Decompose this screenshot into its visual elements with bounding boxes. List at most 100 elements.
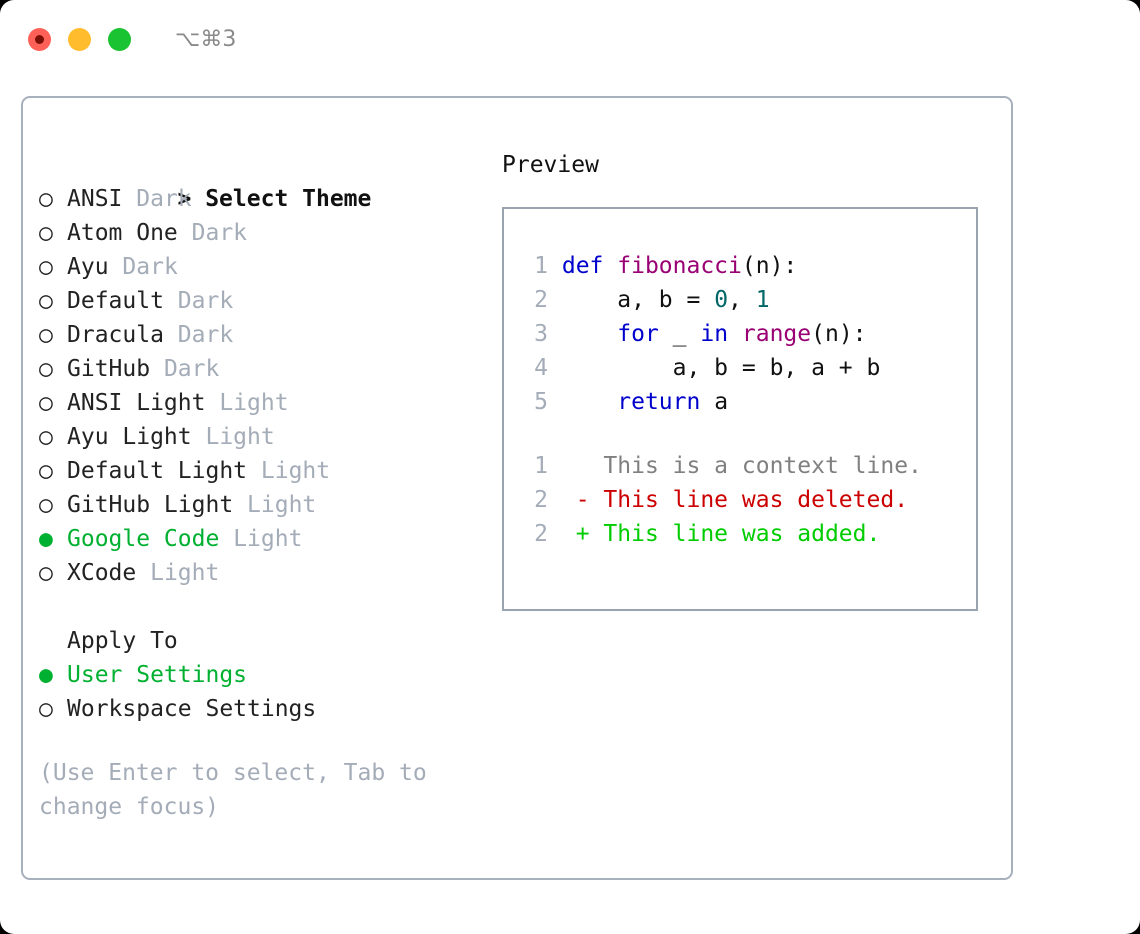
theme-option-name: Ayu bbox=[67, 254, 109, 280]
theme-option-default-light[interactable]: ○Default Light Light bbox=[39, 454, 499, 488]
diff-line-number: 2 bbox=[534, 521, 548, 547]
radio-unselected-icon: ○ bbox=[39, 696, 53, 722]
traffic-light-group bbox=[28, 27, 131, 51]
code-line: 4 a, b = b, a + b bbox=[522, 351, 970, 385]
prompt-caret-icon: > bbox=[177, 186, 192, 212]
radio-selected-icon: ● bbox=[39, 662, 53, 688]
theme-option-github[interactable]: ○GitHub Dark bbox=[39, 352, 499, 386]
diff-line-number: 1 bbox=[534, 453, 548, 479]
theme-option-variant: Dark bbox=[122, 254, 178, 280]
theme-option-variant: Light bbox=[205, 424, 275, 450]
theme-option-variant: Light bbox=[247, 492, 317, 518]
theme-option-ansi[interactable]: ○ ANSI Dark bbox=[39, 182, 499, 216]
code-token-punc: , bbox=[728, 287, 756, 313]
theme-option-variant: Dark bbox=[163, 356, 220, 382]
diff-line-add: 2 + This line was added. bbox=[522, 517, 970, 551]
theme-option-variant: Dark bbox=[177, 288, 234, 314]
diff-marker: + bbox=[575, 521, 590, 547]
theme-option-name: Google Code bbox=[67, 526, 220, 552]
code-line: 5 return a bbox=[522, 385, 970, 419]
apply-to-indent bbox=[39, 624, 67, 658]
code-token-id: a, b = b, a + b bbox=[561, 355, 881, 381]
diff-line-text: This is a context line. bbox=[589, 453, 922, 479]
theme-list-heading: > Select Theme bbox=[39, 148, 499, 212]
code-token-punc: = bbox=[686, 287, 715, 313]
radio-unselected-icon: ○ bbox=[39, 390, 53, 416]
theme-option-name: Ayu Light bbox=[67, 424, 192, 450]
theme-option-variant: Dark bbox=[136, 186, 192, 212]
radio-unselected-icon: ○ bbox=[39, 220, 53, 246]
theme-option-name: ANSI Light bbox=[67, 390, 206, 416]
code-token-id: _ bbox=[672, 321, 701, 347]
diff-line-ctx: 1 This is a context line. bbox=[522, 449, 970, 483]
radio-unselected-icon: ○ bbox=[39, 560, 53, 586]
diff-sample: 1 This is a context line.2 - This line w… bbox=[522, 449, 970, 551]
code-token-punc: (n): bbox=[741, 253, 798, 279]
close-icon bbox=[35, 34, 44, 44]
code-sample: 1 def fibonacci(n): 2 a, b = 0, 1 3 for _ … bbox=[522, 249, 970, 419]
code-token-num: 1 bbox=[755, 287, 770, 313]
code-token-kw: def bbox=[561, 253, 618, 279]
code-line-number: 4 bbox=[534, 355, 548, 381]
theme-option-variant: Dark bbox=[177, 322, 234, 348]
theme-option-variant: Light bbox=[233, 526, 303, 552]
radio-selected-icon: ● bbox=[39, 526, 53, 552]
theme-option-variant: Light bbox=[260, 458, 331, 484]
code-token-punc: (n): bbox=[811, 321, 867, 347]
theme-option-github-light[interactable]: ○ GitHub Light Light bbox=[39, 488, 499, 522]
preview-box: 1 def fibonacci(n): 2 a, b = 0, 1 3 for _ … bbox=[502, 207, 978, 611]
apply-to-heading: Apply To bbox=[39, 624, 499, 658]
theme-list-heading-label: Select Theme bbox=[205, 186, 372, 212]
theme-option-name: GitHub bbox=[67, 356, 151, 382]
diff-line-del: 2 - This line was deleted. bbox=[522, 483, 970, 517]
radio-unselected-icon: ○ bbox=[39, 288, 53, 314]
apply-to-option-user-settings[interactable]: ● User Settings bbox=[39, 658, 499, 692]
theme-selector-column: > Select Theme ○ANSI Dark○Atom One Dark○… bbox=[39, 148, 499, 824]
minimize-button[interactable] bbox=[68, 27, 91, 51]
code-token-id bbox=[562, 321, 617, 347]
code-line-number: 2 bbox=[534, 287, 548, 313]
theme-option-ansi-light[interactable]: ○ ANSI Light Light bbox=[39, 386, 499, 420]
diff-marker: - bbox=[575, 487, 590, 513]
theme-option-name: Default bbox=[67, 288, 164, 314]
preview-column: Preview 1 def fibonacci(n):2 a, b = 0, 1… bbox=[502, 148, 1002, 611]
theme-option-dracula[interactable]: ○Dracula Dark bbox=[39, 318, 499, 352]
diff-line-text: This line was deleted. bbox=[589, 487, 909, 513]
theme-option-name: GitHub Light bbox=[67, 492, 234, 518]
diff-marker bbox=[576, 453, 590, 479]
code-line-number: 3 bbox=[534, 321, 548, 347]
code-token-id bbox=[562, 389, 617, 415]
code-diff-separator bbox=[522, 419, 970, 449]
code-token-fn: range bbox=[741, 321, 812, 347]
code-line: 3 for _ in range(n): bbox=[522, 317, 970, 351]
list-spacer bbox=[39, 590, 499, 624]
code-line: 1 def fibonacci(n): bbox=[522, 249, 970, 283]
code-token-num: 0 bbox=[714, 287, 729, 313]
keyboard-hint-text: (Use Enter to select, Tab to change focu… bbox=[39, 760, 441, 820]
theme-option-variant: Light bbox=[219, 390, 289, 416]
zoom-button[interactable] bbox=[108, 27, 131, 51]
theme-option-xcode[interactable]: ○XCode Light bbox=[39, 556, 499, 590]
theme-option-ayu-light[interactable]: ○Ayu Light Light bbox=[39, 420, 499, 454]
diff-line-number: 2 bbox=[534, 487, 548, 513]
theme-option-default[interactable]: ○ Default Dark bbox=[39, 284, 499, 318]
apply-to-label: Apply To bbox=[67, 628, 178, 654]
radio-unselected-icon: ○ bbox=[39, 186, 53, 212]
code-token-id: a, b bbox=[561, 287, 687, 313]
theme-list: ○ANSI Dark○Atom One Dark○Ayu Dark○Defaul… bbox=[39, 182, 499, 590]
close-button[interactable] bbox=[28, 27, 51, 51]
theme-option-ayu[interactable]: ○Ayu Dark bbox=[39, 250, 499, 284]
radio-unselected-icon: ○ bbox=[39, 492, 53, 518]
theme-option-name: ANSI bbox=[67, 186, 123, 212]
theme-option-atom-one[interactable]: ○Atom One Dark bbox=[39, 216, 499, 250]
window-titlebar: ⌥⌘3 bbox=[0, 0, 1140, 78]
apply-to-option-name: User Settings bbox=[67, 662, 248, 688]
keyboard-shortcut-label: ⌥⌘3 bbox=[175, 26, 237, 52]
theme-option-google-code[interactable]: ● Google Code Light bbox=[39, 522, 499, 556]
theme-option-variant: Light bbox=[150, 560, 220, 586]
code-token-kw: for bbox=[617, 321, 673, 347]
diff-line-text: This line was added. bbox=[589, 521, 881, 547]
code-token-id: a bbox=[714, 389, 729, 415]
apply-to-option-workspace-settings[interactable]: ○Workspace Settings bbox=[39, 692, 499, 726]
